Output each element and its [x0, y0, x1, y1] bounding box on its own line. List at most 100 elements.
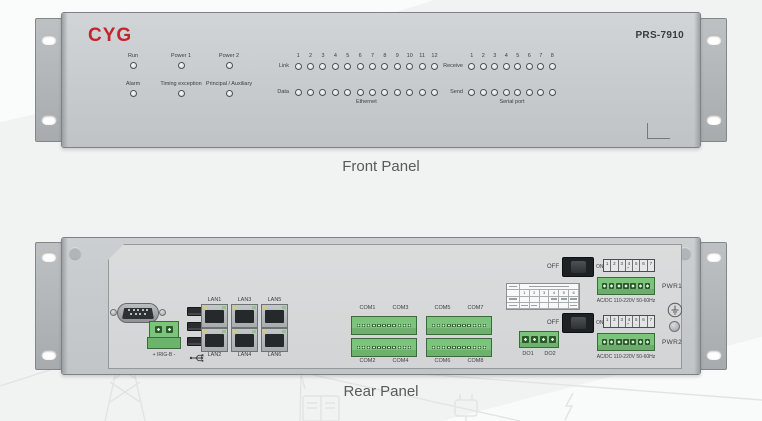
led-cell [366, 89, 378, 96]
led-indicator [294, 89, 302, 96]
terminal-screw [462, 345, 466, 350]
led-number: 5 [516, 53, 520, 59]
screw-cap [69, 247, 81, 259]
pin-number: 4 [626, 260, 634, 271]
terminal-screw [436, 323, 441, 328]
front-rack-ear-left [35, 18, 62, 142]
led-indicator [225, 62, 233, 69]
led-number: 2 [481, 53, 485, 59]
act-led [252, 330, 256, 333]
terminal-screw [356, 323, 361, 328]
terminal-screw [630, 339, 636, 345]
lan-column-3: LAN5 LAN6 [261, 297, 288, 359]
led-indicator [468, 63, 476, 70]
led-indicator [393, 89, 401, 96]
led-indicator [381, 89, 389, 96]
pwr1-label: PWR1 [662, 283, 682, 290]
screw-cap [679, 247, 691, 259]
led-cells [466, 89, 558, 96]
lan-label: LAN2 [207, 352, 222, 358]
table-cell [520, 302, 530, 309]
terminal-strip [351, 338, 417, 357]
led-cell [489, 89, 501, 96]
led-cell [304, 89, 316, 96]
db9-pin-row [124, 309, 152, 311]
link-led [233, 330, 237, 333]
rear-panel-caption: Rear Panel [343, 383, 419, 400]
off-label: OFF [547, 320, 559, 326]
terminal-screw [377, 345, 381, 350]
link-led [203, 306, 207, 309]
led-cells [466, 63, 558, 70]
db9-pin-row [124, 312, 152, 315]
led-indicator [331, 63, 339, 70]
led-indicator [393, 63, 401, 70]
ground-icon [667, 302, 682, 318]
terminal-screw [472, 323, 477, 328]
terminal-screw [637, 283, 644, 289]
pin-number: 6 [640, 260, 648, 271]
terminal-screw [477, 323, 482, 328]
led-cell [512, 89, 524, 96]
com-label: COM3 [392, 305, 409, 311]
pin-number: 5 [633, 260, 641, 271]
led-indicator [502, 63, 510, 70]
status-led-alarm: Alarm [109, 81, 157, 97]
terminal-screw [356, 345, 361, 350]
led-indicator [369, 63, 377, 70]
terminal-screw [616, 283, 622, 289]
rj45-opening [235, 334, 254, 347]
pin-number: 6 [640, 316, 648, 327]
rj45-opening [205, 334, 224, 347]
terminal-screw [477, 345, 482, 350]
led-cell [404, 89, 416, 96]
rear-panel-face: + IRIG-B - [61, 237, 701, 375]
led-cell [489, 63, 501, 70]
terminal-screw [644, 339, 651, 345]
front-panel-face: CYG PRS-7910 Run Power 1 Power 2 Alarm [61, 12, 701, 148]
rear-rack-ear-right [700, 242, 727, 370]
led-number: 12 [431, 53, 438, 59]
terminal-screw [366, 345, 371, 350]
led-cell [478, 63, 490, 70]
led-number: 8 [383, 53, 387, 59]
led-indicator [369, 89, 377, 96]
terminal-screw [407, 345, 412, 350]
led-cell [354, 89, 366, 96]
led-number: 6 [527, 53, 531, 59]
terminal-screw [431, 323, 436, 328]
terminal-screw [452, 345, 456, 350]
terminal-screw [467, 323, 471, 328]
power-switch [562, 257, 594, 277]
terminal-screw [457, 345, 461, 350]
rear-rack-ear-left [35, 242, 62, 370]
led-cell [524, 63, 536, 70]
pwr2-label: PWR2 [662, 339, 682, 346]
terminal-screw [361, 323, 366, 328]
terminal-screw [371, 345, 376, 350]
ground-stud [669, 321, 680, 332]
pin-number: 3 [619, 260, 626, 271]
terminal-screw [382, 345, 386, 350]
led-indicator [307, 63, 315, 70]
led-indicator [525, 63, 533, 70]
db9-pin [132, 309, 135, 311]
pin-number: 4 [626, 316, 634, 327]
terminal-body [149, 321, 179, 338]
led-indicator [225, 90, 233, 97]
led-row: Link [263, 62, 441, 71]
rj45-jack [201, 304, 228, 328]
terminal-screw [166, 326, 174, 333]
led-indicator [356, 89, 364, 96]
front-panel-caption: Front Panel [342, 158, 420, 175]
led-number: 7 [539, 53, 543, 59]
pin-number: 5 [633, 316, 641, 327]
led-number: 5 [346, 53, 350, 59]
led-cell [466, 63, 478, 70]
on-label: ON [596, 264, 604, 270]
terminal-screw [387, 345, 391, 350]
status-led-run: Run [109, 53, 157, 69]
db9-pin [130, 312, 133, 315]
